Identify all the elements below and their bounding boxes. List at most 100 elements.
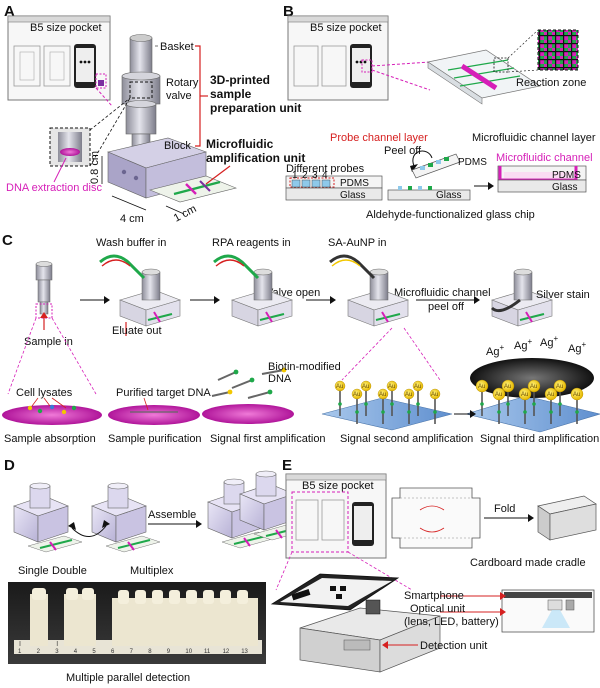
tube-inner-2: [215, 259, 245, 267]
block-cap: [29, 482, 51, 490]
optical-line-1: Optical unit: [410, 603, 465, 615]
au-label: Au: [431, 392, 438, 398]
block-cap: [223, 478, 245, 486]
ag-ion-4-base: Ag: [568, 343, 581, 355]
unit-channel: [375, 313, 401, 321]
probe-dot: [355, 410, 359, 414]
unit-front: [373, 299, 409, 327]
multiplex-cap: [135, 590, 146, 604]
ruler-number: 6: [111, 649, 115, 655]
probe-dot: [558, 402, 562, 406]
panel-b-letter: B: [283, 3, 294, 20]
glass-chip: [427, 49, 541, 105]
rotary-valve-label: Rotary valve: [166, 77, 201, 102]
d-blocks: [13, 470, 309, 553]
panel-e: E B5 size pocket Fold Cardb: [270, 457, 597, 673]
tube-silver: [490, 298, 521, 313]
unit-cap: [141, 268, 161, 276]
au-label: Au: [379, 392, 386, 398]
double-label: Double: [52, 565, 87, 577]
au-particle: [501, 379, 515, 393]
optical-unit-label: Optical unit (lens, LED, battery): [404, 603, 499, 628]
pocket-illustration-b: [287, 15, 389, 101]
unit-channel: [519, 313, 545, 321]
probe-num-4: 4: [322, 170, 328, 181]
cradle-label: Cardboard made cradle: [470, 557, 586, 569]
c-flow-arrows: [80, 296, 480, 304]
optical-inset: [501, 589, 595, 633]
optical-line-2: (lens, LED, battery): [404, 616, 499, 628]
purified-dna-label: Purified target DNA: [116, 387, 211, 399]
fold-label: Fold: [494, 503, 515, 515]
au-particle: [386, 380, 398, 392]
au-label: Au: [336, 384, 343, 390]
c-unit-1: [119, 268, 181, 327]
multiplex-cap: [152, 590, 163, 604]
block-label: Block: [164, 140, 191, 152]
ruler-number: 8: [148, 649, 152, 655]
eluate-out-label: Eluate out: [112, 325, 162, 337]
au-label: Au: [362, 384, 369, 390]
multiplex-cap: [118, 590, 129, 604]
probe-dot: [364, 402, 368, 406]
au-particle: [377, 388, 389, 400]
probe-dot: [506, 402, 510, 406]
ag-ion-3: Ag+: [540, 334, 558, 349]
multiplex-caps: [118, 590, 248, 604]
microfluidic-layer-label: Microfluidic channel layer: [472, 132, 596, 144]
probe-dot: [381, 410, 385, 414]
unit-front: [517, 299, 553, 327]
width-dim: 1 cm: [172, 203, 199, 225]
step-4: Signal second amplification: [340, 433, 473, 445]
c-unit-3: [347, 268, 409, 327]
ruler-number: 2: [37, 649, 41, 655]
probe-dot: [407, 410, 411, 414]
au-label: Au: [388, 384, 395, 390]
ruler-number: 9: [167, 649, 171, 655]
unit-channel: [259, 313, 285, 321]
d-block-right: [91, 482, 161, 553]
ag-ion-1-base: Ag: [486, 346, 499, 358]
ag-ion-3-plus: +: [553, 334, 558, 343]
block-chip-mag: [127, 541, 135, 551]
disc-callout: [49, 97, 131, 183]
probe-dot: [338, 402, 342, 406]
au-particle: [570, 387, 584, 401]
ag-ion-4-plus: +: [581, 340, 586, 349]
glass-label-2: Glass: [436, 190, 462, 201]
tube-1: [99, 254, 146, 280]
au-particle: [544, 387, 558, 401]
cradle-flat: [391, 487, 481, 549]
ruler-number: 5: [92, 649, 96, 655]
block-front: [37, 505, 69, 543]
glass-label-3: Glass: [552, 182, 578, 193]
dna-disc-label: DNA extraction disc: [6, 182, 102, 194]
cell-lysates-label: Cell lysates: [16, 387, 73, 399]
biotin-line-1: Biotin-modified: [268, 361, 341, 373]
ag-ion-4: Ag+: [568, 340, 586, 355]
unit-cap: [513, 268, 533, 276]
pocket-label-e: B5 size pocket: [302, 480, 374, 492]
au-label: Au: [547, 392, 554, 398]
au-particle: [429, 388, 441, 400]
unit-front: [145, 299, 181, 327]
cradle-folded: [537, 495, 597, 541]
block-front: [115, 505, 147, 543]
unit-front: [257, 299, 293, 327]
unit-cap: [253, 268, 273, 276]
phone-on-cradle: [270, 573, 441, 673]
unit-channel-mag: [381, 311, 389, 323]
au-label: Au: [530, 384, 537, 390]
pocket-illustration: [7, 15, 111, 101]
au-label: Au: [504, 384, 511, 390]
step-1: Sample absorption: [4, 433, 96, 445]
chip-caption: Aldehyde-functionalized glass chip: [366, 209, 535, 221]
basket-label: Basket: [160, 41, 194, 53]
au-particle: [360, 380, 372, 392]
multiplex-cap: [237, 590, 248, 604]
panel-c-letter: C: [2, 232, 13, 249]
au-label: Au: [478, 384, 485, 390]
single-label: Single: [18, 565, 49, 577]
